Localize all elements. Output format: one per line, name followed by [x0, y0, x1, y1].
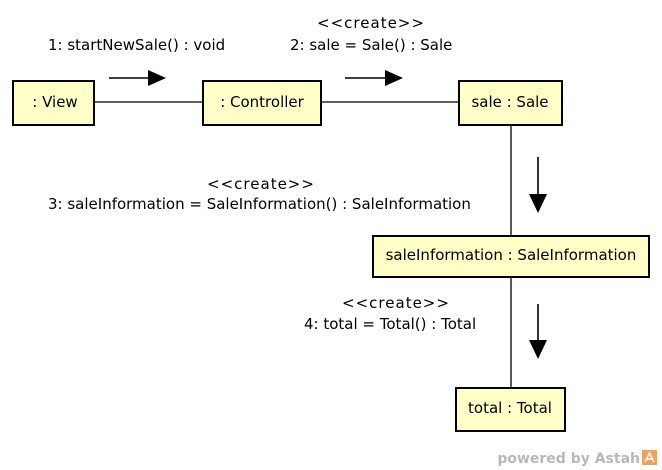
message-3-stereotype: <<create>>: [207, 175, 315, 193]
object-controller[interactable]: : Controller: [202, 80, 322, 126]
object-sale-information[interactable]: saleInformation : SaleInformation: [372, 235, 650, 278]
object-view-label: : View: [32, 93, 77, 111]
object-total-box: [455, 387, 566, 432]
message-4-label: 4: total = Total() : Total: [304, 315, 476, 333]
message-2-arrow-icon: [345, 70, 403, 86]
object-controller-box: [202, 80, 322, 126]
message-4-arrow-icon: [529, 304, 547, 359]
astah-watermark: powered by Astah: [497, 450, 657, 467]
object-view-box: [12, 80, 95, 126]
object-controller-label: : Controller: [220, 93, 304, 111]
object-sale-label: sale : Sale: [471, 93, 548, 111]
object-sale-information-box: [372, 235, 650, 278]
message-3-arrow-icon: [529, 157, 547, 213]
message-2-label: 2: sale = Sale() : Sale: [290, 36, 452, 54]
object-sale[interactable]: sale : Sale: [458, 80, 563, 126]
message-3-label: 3: saleInformation = SaleInformation() :…: [48, 195, 471, 213]
message-1-label: 1: startNewSale() : void: [48, 36, 225, 54]
watermark-text: powered by Astah: [497, 451, 640, 467]
object-sale-box: [458, 80, 563, 126]
object-view[interactable]: : View: [12, 80, 95, 126]
message-2-stereotype: <<create>>: [317, 14, 425, 32]
object-total-label: total : Total: [468, 399, 552, 417]
message-1-arrow-icon: [109, 70, 166, 86]
object-total[interactable]: total : Total: [455, 387, 566, 432]
message-4-stereotype: <<create>>: [342, 294, 450, 312]
astah-logo-icon: [642, 450, 657, 465]
object-sale-information-label: saleInformation : SaleInformation: [386, 246, 637, 264]
